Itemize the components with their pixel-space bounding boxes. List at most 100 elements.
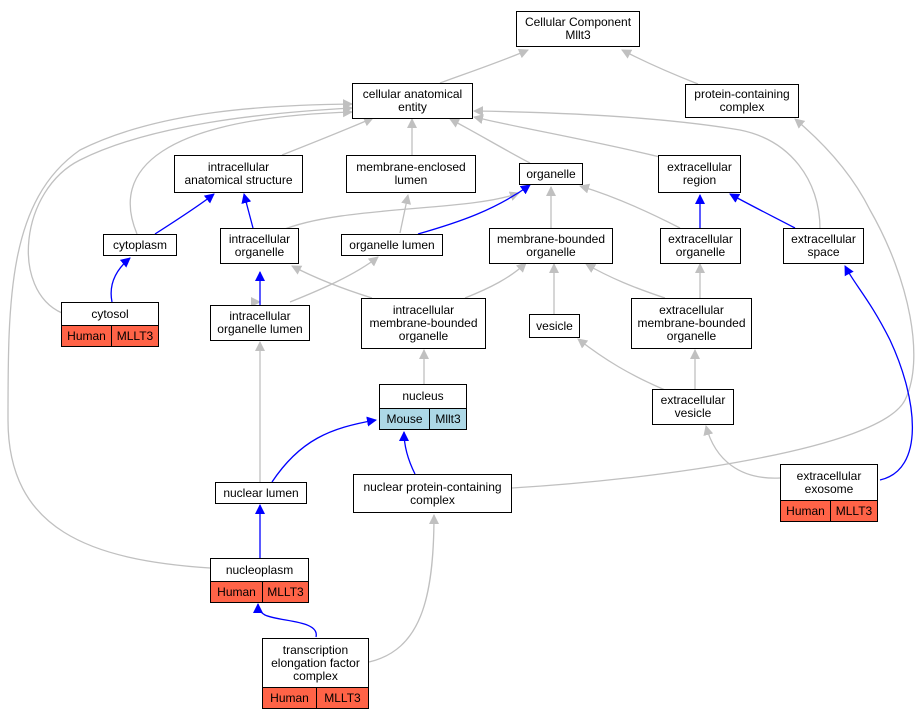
edge-cytoplasm-cae <box>129 107 353 235</box>
edge-np-cae <box>7 99 353 569</box>
edge-ecs-cae <box>473 106 821 230</box>
node-label-line: organelle lumen <box>349 237 435 252</box>
edge-cytoplasm-ias <box>154 193 215 235</box>
node-label-line: region <box>682 173 717 187</box>
edge-organelle-cae <box>449 118 531 164</box>
node-label-line: organelle <box>666 329 717 343</box>
annotation-row: Human MLLT3 <box>781 500 877 521</box>
node-nucleoplasm[interactable]: nucleoplasm Human MLLT3 <box>210 558 309 603</box>
node-label-line: organelle <box>526 166 576 181</box>
edge-cytosol-cytoplasm <box>110 257 131 303</box>
node-label-line: complex <box>293 668 338 683</box>
gene-cell: MLLT3 <box>262 582 308 602</box>
node-label-line: anatomical structure <box>184 173 293 187</box>
edge-eco-organelle <box>579 183 681 229</box>
node-label-line: complex <box>719 100 765 114</box>
edge-exo-ecv <box>703 425 781 479</box>
node-organelle[interactable]: organelle <box>519 163 583 185</box>
edge-ias-cae <box>281 116 374 156</box>
node-label-line: extracellular <box>791 232 856 246</box>
node-label-line: nucleus <box>402 389 444 403</box>
node-label-line: extracellular <box>667 160 732 174</box>
node-label-line: lumen <box>394 173 428 187</box>
node-label-line: nuclear protein-containing <box>363 479 502 494</box>
node-label-line: protein-containing <box>694 87 790 101</box>
node-label-line: extracellular <box>660 393 726 407</box>
node-label-line: space <box>807 245 840 259</box>
node-label-line: exosome <box>804 481 854 496</box>
annotation-row: Mouse Mllt3 <box>380 408 466 429</box>
annotation-row: Human MLLT3 <box>211 581 308 602</box>
node-label-line: cytosol <box>91 306 129 321</box>
node-label-line: organelle <box>234 245 285 259</box>
species-cell: Human <box>270 690 309 705</box>
edge-ecr-cae <box>473 114 661 158</box>
edge-ol-mel <box>399 194 412 234</box>
node-label-line: extracellular <box>796 468 862 483</box>
annotation-row: Human MLLT3 <box>62 325 158 346</box>
gene-cell: MLLT3 <box>316 688 368 708</box>
edge-io-organelle <box>279 191 520 232</box>
edge-imbo-io <box>291 265 373 299</box>
node-label-line: elongation factor <box>271 655 360 670</box>
node-label-line: vesicle <box>536 318 573 333</box>
node-nuclear-lumen[interactable]: nuclear lumen <box>215 482 307 504</box>
species-cell: Human <box>217 584 256 599</box>
node-label-line: cellular anatomical <box>362 87 463 101</box>
edge-cae-root <box>439 48 529 84</box>
node-vesicle[interactable]: vesicle <box>529 314 580 338</box>
edge-iol-ol <box>289 256 379 303</box>
species-cell: Human <box>786 503 825 518</box>
species-cell: Human <box>67 328 106 343</box>
node-label-line: extracellular <box>668 232 733 246</box>
gene-cell: MLLT3 <box>830 501 877 521</box>
node-cytosol[interactable]: cytosol Human MLLT3 <box>61 302 159 347</box>
node-label-line: extracellular <box>659 303 724 317</box>
node-nucleus[interactable]: nucleus Mouse Mllt3 <box>379 384 467 430</box>
node-label-line: complex <box>410 492 455 507</box>
node-label-line: nucleoplasm <box>225 562 294 577</box>
species-cell: Mouse <box>386 411 423 426</box>
edge-ecv-vesicle <box>577 338 666 391</box>
node-label-line: membrane-bounded <box>496 232 606 246</box>
node-label-line: Cellular Component <box>524 15 632 29</box>
node-label-line: membrane-bounded <box>637 316 746 330</box>
edge-ol-organelle <box>417 184 531 235</box>
node-cytoplasm[interactable]: cytoplasm <box>103 234 177 256</box>
node-label-line: organelle <box>398 329 449 343</box>
node-label-line: entity <box>398 100 427 114</box>
node-label-line: membrane-bounded <box>369 316 478 330</box>
edge-ecs-ecr <box>729 193 796 229</box>
gene-cell: Mllt3 <box>429 409 466 429</box>
node-label-line: intracellular <box>207 160 270 174</box>
node-label-line: intracellular <box>228 232 291 246</box>
node-organelle-lumen[interactable]: organelle lumen <box>341 234 443 256</box>
node-label-line: transcription <box>282 642 349 657</box>
node-label-line: intracellular <box>392 303 455 317</box>
edge-embo-mbo <box>585 263 666 299</box>
edge-nl-nucleus <box>271 416 377 483</box>
annotation-row: Human MLLT3 <box>263 687 368 708</box>
node-label-line: organelle <box>675 245 726 259</box>
node-label-line: Mllt3 <box>565 28 591 42</box>
edge-exo-ecs <box>844 265 914 481</box>
